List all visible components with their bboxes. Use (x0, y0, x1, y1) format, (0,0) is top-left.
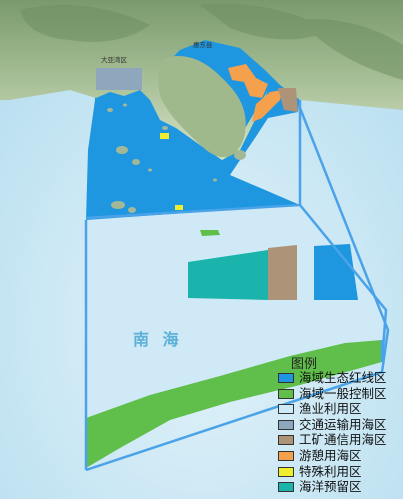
legend-swatch (278, 404, 294, 415)
planning-boundary-outer (85, 107, 390, 472)
legend-label: 渔业利用区 (299, 401, 362, 417)
special-use-zone-2 (175, 205, 183, 210)
special-use-zone-1 (160, 133, 169, 139)
legend-item: 交通运输用海区 (274, 417, 400, 433)
legend-item: 特殊利用区 (274, 464, 400, 480)
marine-reserve-zone (188, 250, 268, 300)
recreation-zone-coast (252, 90, 282, 122)
mining-comm-zone-north (278, 88, 298, 112)
place-label-district: 大亚湾区 (101, 55, 128, 64)
land-mountains (20, 3, 403, 80)
ecological-redline-east (314, 244, 358, 300)
legend-label: 海洋预留区 (299, 479, 362, 495)
legend-label: 工矿通信用海区 (299, 432, 387, 448)
legend-swatch (278, 373, 294, 383)
legend-label: 特殊利用区 (299, 463, 362, 479)
legend-title: 图例 (291, 357, 318, 372)
legend-swatch (278, 419, 294, 430)
legend-item: 海域生态红线区 (274, 370, 400, 386)
map-legend: 图例 海域生态红线区海域一般控制区渔业利用区交通运输用海区工矿通信用海区游憩用海… (274, 352, 400, 496)
legend-swatch (278, 466, 294, 477)
legend-swatch (278, 388, 294, 399)
legend-label: 海域生态红线区 (299, 370, 387, 385)
legend-item: 海洋预留区 (274, 479, 400, 495)
legend-label: 游憩用海区 (299, 448, 362, 463)
legend-item: 海域一般控制区 (274, 386, 400, 402)
planning-boundary (84, 100, 388, 470)
sea-label: 南 海 (133, 330, 183, 349)
peninsula-south (158, 56, 246, 158)
legend-item: 工矿通信用海区 (274, 432, 400, 448)
recreation-zone-east (228, 64, 268, 98)
legend-label: 海域一般控制区 (299, 385, 387, 401)
fishery-use-zone (86, 205, 386, 440)
mining-comm-zone-south (268, 245, 297, 300)
legend-item: 渔业利用区 (274, 401, 400, 417)
general-control-zone-small (200, 230, 220, 236)
general-control-zone (86, 340, 382, 468)
legend-swatch (278, 451, 294, 461)
legend-swatch (278, 435, 294, 446)
place-label-county: 惠东县 (193, 40, 213, 49)
legend-label: 交通运输用海区 (299, 416, 387, 432)
legend-swatch (278, 482, 294, 493)
legend-item: 游憩用海区 (274, 448, 400, 464)
transport-use-zone (96, 68, 142, 90)
island-group (107, 103, 246, 213)
